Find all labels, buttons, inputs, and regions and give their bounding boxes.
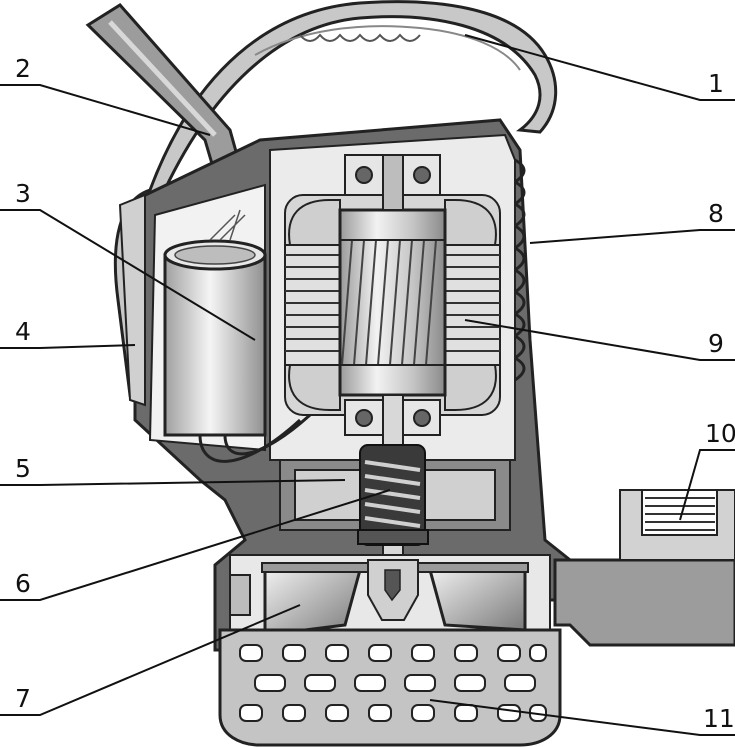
callout-leaders bbox=[0, 34, 735, 736]
rotor bbox=[338, 208, 447, 397]
leader-1 bbox=[464, 34, 735, 101]
impeller bbox=[261, 559, 529, 637]
leader-2 bbox=[0, 84, 211, 136]
callout-numbers: 1 2 3 4 5 6 7 8 9 10 11 bbox=[15, 54, 735, 733]
leader-10 bbox=[679, 449, 735, 521]
callout-7-label: 7 bbox=[15, 684, 31, 713]
callout-11-label: 11 bbox=[703, 704, 735, 733]
discharge-outlet bbox=[553, 489, 735, 647]
mechanical-seal bbox=[357, 444, 429, 546]
leader-8 bbox=[529, 229, 735, 244]
leader-3 bbox=[0, 209, 256, 341]
callout-1-label: 1 bbox=[708, 69, 724, 98]
callout-9-label: 9 bbox=[708, 329, 724, 358]
leader-5 bbox=[0, 479, 346, 486]
callout-5-label: 5 bbox=[15, 454, 31, 483]
upper-bearing bbox=[344, 154, 441, 211]
callout-2-label: 2 bbox=[15, 54, 31, 83]
strainer-base bbox=[218, 628, 562, 747]
callout-4-label: 4 bbox=[15, 317, 31, 346]
leader-9 bbox=[464, 319, 735, 361]
callout-3-label: 3 bbox=[15, 179, 31, 208]
capacitor bbox=[163, 209, 312, 463]
callout-6-label: 6 bbox=[15, 569, 31, 598]
callout-10-label: 10 bbox=[705, 419, 735, 448]
callout-8-label: 8 bbox=[708, 199, 724, 228]
leader-6 bbox=[0, 489, 391, 601]
leader-7 bbox=[0, 604, 301, 716]
leader-11 bbox=[429, 699, 735, 736]
leader-4 bbox=[0, 344, 136, 349]
